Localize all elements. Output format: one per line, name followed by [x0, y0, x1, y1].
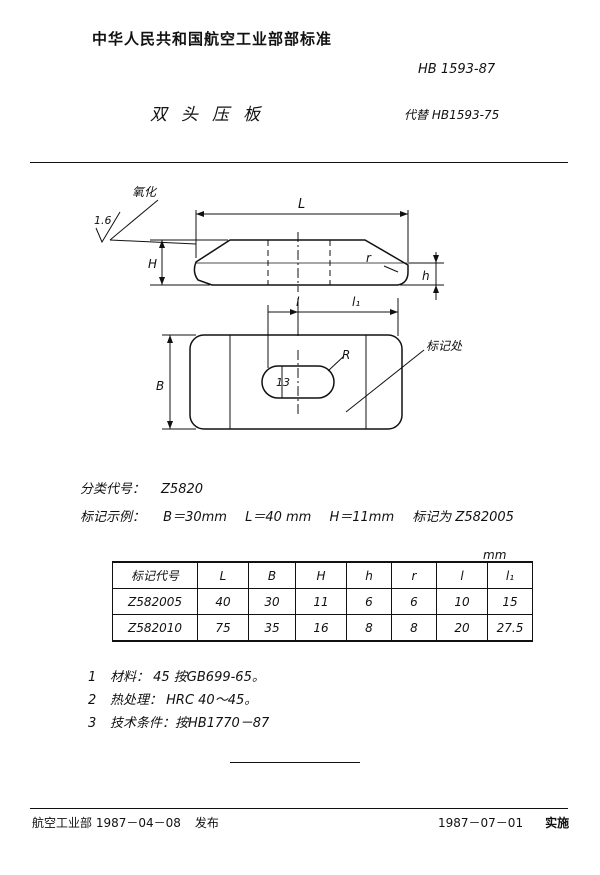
- replaces-standard: 代替 HB1593-75: [404, 108, 500, 122]
- example-H: H＝11mm: [329, 510, 395, 525]
- roughness-label: 1.6: [94, 214, 112, 227]
- implement-date: 1987－07－01: [438, 816, 524, 830]
- dim-13-label: 13: [276, 376, 290, 389]
- table-cell: Z582005: [112, 588, 198, 615]
- dim-l1-arrow: [390, 309, 398, 315]
- dim-L-arrow-right: [400, 211, 408, 217]
- dim-l1-label: l₁: [352, 295, 360, 309]
- dim-H-label: H: [148, 257, 157, 271]
- finish-leader-line: [109, 199, 159, 241]
- marking-example-label: 标记示例：: [80, 510, 146, 525]
- end-rule: [230, 762, 360, 763]
- table-cell: 6: [391, 588, 437, 615]
- dimensions-table: 标记代号 L B H h r l l₁ Z582005 40 30 11 6 6…: [112, 561, 533, 642]
- footer-rule: [30, 808, 568, 809]
- dim-h-label: h: [422, 269, 430, 283]
- dim-L-arrow-left: [196, 211, 204, 217]
- finish-note-label: 氧化: [132, 185, 158, 199]
- table-header-cell: 标记代号: [112, 561, 198, 589]
- table-header-cell: l: [436, 561, 488, 589]
- table-cell: 10: [436, 588, 488, 615]
- table-cell: 20: [436, 614, 488, 642]
- dim-r-label: r: [366, 251, 372, 265]
- roughness-symbol: [95, 211, 121, 244]
- issuer-date: 航空工业部 1987－04－08: [32, 816, 181, 830]
- dim-R-leader: [327, 355, 345, 372]
- table-header-cell: B: [248, 561, 296, 589]
- table-header-cell: h: [346, 561, 392, 589]
- table-cell: 35: [248, 614, 296, 642]
- classification-value: Z5820: [161, 482, 204, 497]
- published-label: 发布: [194, 816, 219, 830]
- standard-number: HB 1593-87: [418, 62, 496, 77]
- table-row: Z582005 40 30 11 6 6 10 15: [112, 588, 533, 615]
- marking-position-label: 标记处: [426, 339, 463, 353]
- classification-label: 分类代号：: [80, 482, 146, 497]
- classification-code: 分类代号： Z5820: [80, 478, 203, 497]
- dim-H-arrow-bottom: [159, 277, 165, 285]
- slot-outline: [261, 365, 335, 399]
- side-view-profile: [193, 239, 409, 286]
- table-cell: 16: [295, 614, 347, 642]
- dim-l-label: l: [296, 295, 300, 309]
- finish-pointer-line: [109, 239, 197, 245]
- dim-H-arrow-top: [159, 240, 165, 248]
- dim-h-arrow-bottom: [433, 285, 439, 293]
- table-header-cell: r: [391, 561, 437, 589]
- table-header-cell: H: [295, 561, 347, 589]
- header-rule: [30, 162, 568, 163]
- document-title: 双头压板: [150, 105, 274, 125]
- table-cell: 27.5: [487, 614, 533, 642]
- marking-example: 标记示例： B＝30mm L＝40 mm H＝11mm 标记为 Z582005: [80, 506, 528, 525]
- table-cell: Z582010: [112, 614, 198, 642]
- table-cell: 8: [346, 614, 392, 642]
- top-view-outline: [189, 334, 403, 430]
- table-row: Z582010 75 35 16 8 8 20 27.5: [112, 614, 533, 642]
- footer-issuer: 航空工业部 1987－04－08 发布: [32, 814, 219, 831]
- table-header-row: 标记代号 L B H h r l l₁: [112, 561, 533, 589]
- example-L: L＝40 mm: [245, 510, 312, 525]
- table-cell: 8: [391, 614, 437, 642]
- dim-h-arrow-top: [433, 255, 439, 263]
- table-unit: mm: [483, 548, 507, 562]
- dim-B-arrow-bottom: [167, 421, 173, 429]
- dim-L-label: L: [298, 197, 305, 212]
- marking-leader: [345, 349, 425, 413]
- footer-implement: 1987－07－01 实施: [438, 814, 569, 831]
- table-cell: 30: [248, 588, 296, 615]
- dim-r-leader: [383, 265, 399, 273]
- table-header-cell: L: [197, 561, 249, 589]
- table-cell: 40: [197, 588, 249, 615]
- table-header-cell: l₁: [487, 561, 533, 589]
- issuing-organization: 中华人民共和国航空工业部部标准: [92, 30, 333, 48]
- dim-B-arrow-top: [167, 335, 173, 343]
- table-cell: 15: [487, 588, 533, 615]
- table-cell: 6: [346, 588, 392, 615]
- example-marking: 标记为 Z582005: [412, 510, 514, 525]
- table-cell: 75: [197, 614, 249, 642]
- implement-label: 实施: [545, 816, 570, 830]
- dim-B-label: B: [156, 379, 164, 393]
- table-cell: 11: [295, 588, 347, 615]
- example-B: B＝30mm: [163, 510, 227, 525]
- dim-R-label: R: [342, 348, 350, 362]
- dim-l-arrow: [290, 309, 298, 315]
